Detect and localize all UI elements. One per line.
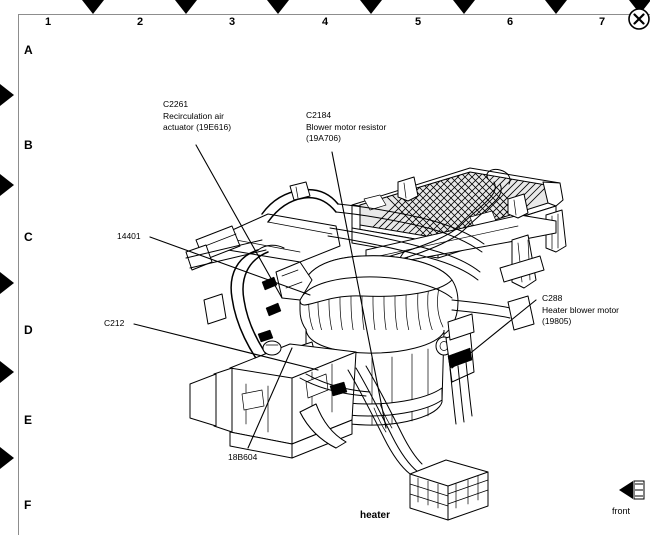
- row-marker-triangle: [0, 174, 14, 196]
- heater-case-left: [185, 213, 357, 459]
- callout-c288-code: C288: [542, 293, 563, 303]
- callout-c2184-name: Blower motor resistor: [306, 121, 387, 132]
- row-label-d: D: [24, 323, 33, 337]
- callout-c2184-code: C2184: [306, 110, 332, 120]
- column-marker-triangle: [453, 0, 475, 14]
- row-marker-triangle: [0, 84, 14, 106]
- figure-caption: heater: [360, 510, 391, 521]
- callout-c2261-name: Recirculation air: [163, 110, 224, 121]
- circled-x-icon[interactable]: [626, 6, 650, 32]
- blower-motor-connector: [445, 313, 475, 425]
- part-label-18b604: 18B604: [228, 452, 258, 462]
- right-bracket: [451, 295, 535, 331]
- column-label-4: 4: [321, 16, 329, 28]
- callout-c2261: C2261 Recirculation air actuator (19E616…: [163, 99, 231, 134]
- column-label-3: 3: [228, 16, 236, 28]
- frame-left-border: [18, 14, 19, 535]
- callout-c288-name: Heater blower motor: [542, 304, 620, 315]
- column-ruler: 1 2 3 4 5 6 7: [0, 0, 650, 32]
- leader-lines: [133, 144, 537, 449]
- frame-top-border: [18, 14, 650, 15]
- row-label-f: F: [24, 498, 32, 512]
- column-label-1: 1: [44, 16, 52, 28]
- row-ruler: A B C D E F: [0, 0, 33, 535]
- callout-c2184: C2184 Blower motor resistor (19A706): [306, 110, 386, 145]
- row-label-a: A: [24, 43, 33, 57]
- row-label-e: E: [24, 413, 33, 427]
- column-marker-triangle: [82, 0, 104, 14]
- row-marker-triangle: [0, 272, 14, 294]
- front-label: front: [612, 506, 631, 516]
- callout-c288-name2: (19805): [542, 316, 572, 326]
- column-label-7: 7: [598, 16, 606, 28]
- front-arrow-icon: [617, 478, 645, 502]
- lower-wire-harness: [299, 365, 489, 521]
- callout-c2261-code: C2261: [163, 99, 189, 109]
- row-marker-triangle: [0, 447, 14, 469]
- callout-c288: C288 Heater blower motor (19805): [542, 293, 619, 328]
- upper-hoses: [185, 181, 485, 281]
- row-marker-triangle: [0, 361, 14, 383]
- part-label-14401: 14401: [117, 231, 141, 241]
- row-label-b: B: [24, 138, 33, 152]
- column-marker-triangle: [175, 0, 197, 14]
- callout-c2184-name2: (19A706): [306, 133, 341, 143]
- row-label-c: C: [24, 230, 33, 244]
- callout-c2261-name2: actuator (19E616): [163, 122, 232, 132]
- column-label-2: 2: [136, 16, 144, 28]
- column-marker-triangle: [545, 0, 567, 14]
- column-label-5: 5: [414, 16, 422, 28]
- part-label-c212: C212: [104, 318, 125, 328]
- column-label-6: 6: [506, 16, 514, 28]
- column-marker-triangle: [267, 0, 289, 14]
- column-marker-triangle: [360, 0, 382, 14]
